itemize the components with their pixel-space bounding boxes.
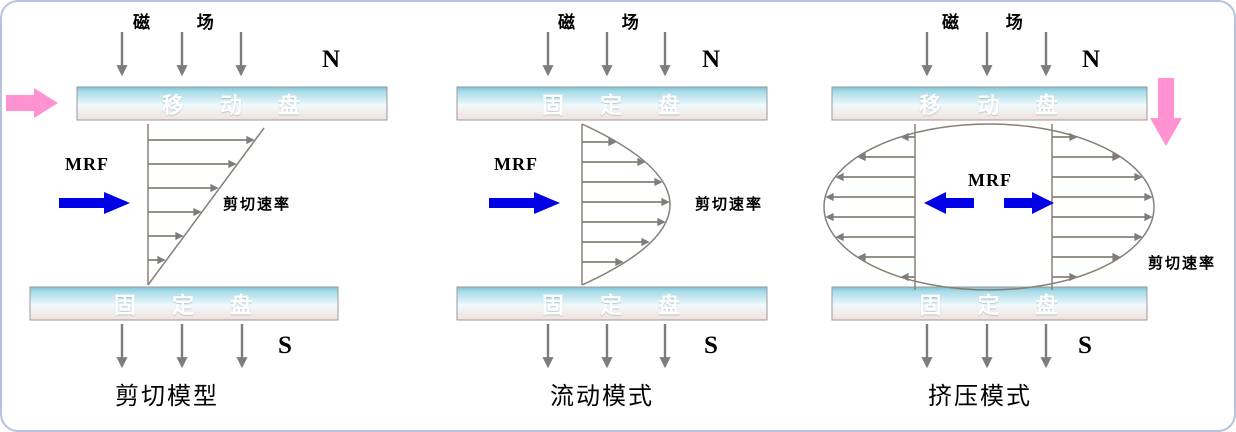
panel3-north-pole-label: N <box>1082 46 1101 73</box>
panel3-bottom-plate <box>831 286 1148 321</box>
panel1-mrf-arrow <box>59 192 130 214</box>
panel3-mrf-arrow-left <box>924 192 974 214</box>
panel1-push-arrow <box>6 88 58 118</box>
panel3-top-plate <box>831 86 1148 121</box>
panel1-field-arrows-top <box>116 32 247 77</box>
panel1-magnetic-field-label: 磁 场 <box>133 13 215 32</box>
panel1-field-arrows-bottom <box>116 324 248 369</box>
panel3-bottom-plate-label: 固 定 盘 <box>919 292 1060 318</box>
panel2-top-plate <box>456 86 768 121</box>
panel2-mrf-label: MRF <box>494 154 538 174</box>
panel3-velocity-profile <box>823 123 1155 291</box>
panel2-magnetic-field-label: 磁 场 <box>558 13 640 32</box>
panel1-bottom-plate-label: 固 定 盘 <box>113 292 255 318</box>
panel3-magnetic-field-label: 磁 场 <box>942 13 1024 32</box>
panel1-south-pole-label: S <box>278 332 292 359</box>
panel2-south-pole-label: S <box>704 332 718 359</box>
panel3-mrf-label: MRF <box>968 170 1012 190</box>
panel3-south-pole-label: S <box>1078 332 1092 359</box>
panel1-caption: 剪切模型 <box>115 383 219 410</box>
panel3-squeeze-arrow <box>1150 78 1182 146</box>
panel3-mrf-arrow-right <box>1004 192 1054 214</box>
panel3-caption: 挤压模式 <box>928 383 1032 410</box>
panel1-mrf-label: MRF <box>65 154 109 174</box>
panel2-north-pole-label: N <box>702 46 721 73</box>
panel2-field-arrows-bottom <box>542 324 671 369</box>
panel1-top-plate-label: 移 动 盘 <box>161 92 303 118</box>
panel1-shear-rate-label: 剪切速率 <box>223 196 292 213</box>
panel1-bottom-plate <box>29 286 339 321</box>
panel1-velocity-profile <box>147 124 265 286</box>
panel2-caption: 流动模式 <box>550 383 654 410</box>
panel2-bottom-plate-label: 固 定 盘 <box>541 292 683 318</box>
panel2-shear-rate-label: 剪切速率 <box>695 196 764 213</box>
panel2-bottom-plate <box>456 286 768 321</box>
panel3-field-arrows-top <box>921 32 1052 77</box>
panel3-shear-rate-label: 剪切速率 <box>1148 255 1217 272</box>
panel1-top-plate <box>76 86 388 121</box>
panel2-top-plate-label: 固 定 盘 <box>541 92 683 118</box>
panel2-velocity-profile <box>581 123 671 286</box>
panel1-north-pole-label: N <box>322 46 341 73</box>
panel3-field-arrows-bottom <box>921 324 1052 369</box>
panel2-mrf-arrow <box>489 192 560 214</box>
panel2-field-arrows-top <box>542 32 671 77</box>
panel3-top-plate-label: 移 动 盘 <box>919 92 1060 118</box>
